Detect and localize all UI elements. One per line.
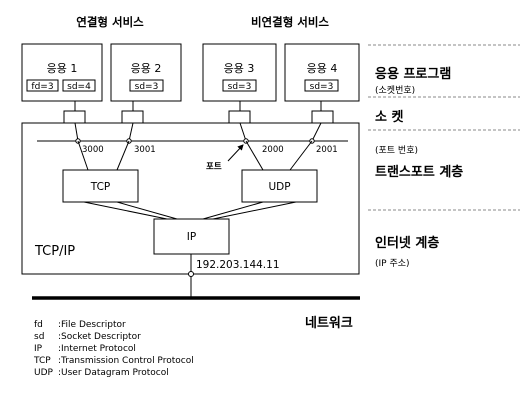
port-2000: 2000 — [262, 145, 284, 155]
connectionless-header: 비연결형 서비스 — [251, 15, 329, 29]
app-2-label: 응용 2 — [131, 62, 162, 75]
layer-app-program: 응용 프로그램 — [375, 66, 451, 82]
legend-abbr-tcp: TCP — [33, 356, 51, 366]
app-1: 응용 1 fd=3 sd=4 — [21, 43, 103, 102]
legend-desc-sd: :Socket Descriptor — [58, 332, 141, 342]
socket-3 — [228, 110, 251, 124]
app-2-sd: sd=3 — [135, 82, 159, 92]
app-4-sd: sd=3 — [310, 82, 334, 92]
port-label: 포트 — [206, 162, 222, 172]
legend-desc-ip: :Internet Protocol — [58, 344, 136, 354]
layer-ip-address: (IP 주소) — [375, 258, 410, 269]
port-2001: 2001 — [316, 145, 338, 155]
legend-abbr-fd: fd — [34, 320, 43, 330]
legend-abbr-sd: sd — [34, 332, 44, 342]
layer-port-number: (포트 번호) — [375, 145, 418, 156]
app-1-sd: sd=4 — [67, 82, 91, 92]
tcpip-label: TCP/IP — [34, 244, 75, 259]
app-1-fd: fd=3 — [31, 82, 53, 92]
layer-socket: 소 켓 — [375, 109, 403, 125]
app-1-label: 응용 1 — [47, 62, 78, 75]
network-label: 네트워크 — [305, 315, 353, 331]
legend: fd :File Descriptor sd :Socket Descripto… — [33, 320, 194, 378]
ip-address: 192.203.144.11 — [196, 259, 280, 271]
app-3: 응용 3 sd=3 — [202, 43, 277, 102]
socket-4 — [311, 110, 334, 124]
app-3-label: 응용 3 — [224, 62, 255, 75]
port-arrow — [227, 144, 244, 162]
socket-1 — [63, 110, 86, 124]
ip-label: IP — [187, 231, 196, 243]
app-4: 응용 4 sd=3 — [284, 43, 360, 102]
socket-2 — [121, 110, 144, 124]
layer-socket-number: (소켓번호) — [375, 85, 415, 96]
legend-desc-udp: :User Datagram Protocol — [58, 368, 169, 378]
tcp-label: TCP — [90, 181, 110, 193]
layer-internet: 인터넷 계층 — [375, 235, 439, 251]
legend-desc-tcp: :Transmission Control Protocol — [58, 356, 194, 366]
layer-transport: 트랜스포트 계층 — [375, 164, 463, 180]
legend-abbr-udp: UDP — [34, 368, 54, 378]
port-3001: 3001 — [134, 145, 156, 155]
port-3000: 3000 — [82, 145, 104, 155]
udp-box — [241, 169, 318, 203]
connection-oriented-header: 연결형 서비스 — [76, 15, 144, 29]
legend-desc-fd: :File Descriptor — [58, 320, 126, 330]
app-3-sd: sd=3 — [228, 82, 252, 92]
udp-label: UDP — [268, 181, 290, 193]
tcp-box — [62, 169, 139, 203]
app-2: 응용 2 sd=3 — [110, 43, 182, 102]
legend-abbr-ip: IP — [34, 344, 43, 354]
app-4-label: 응용 4 — [307, 62, 338, 75]
